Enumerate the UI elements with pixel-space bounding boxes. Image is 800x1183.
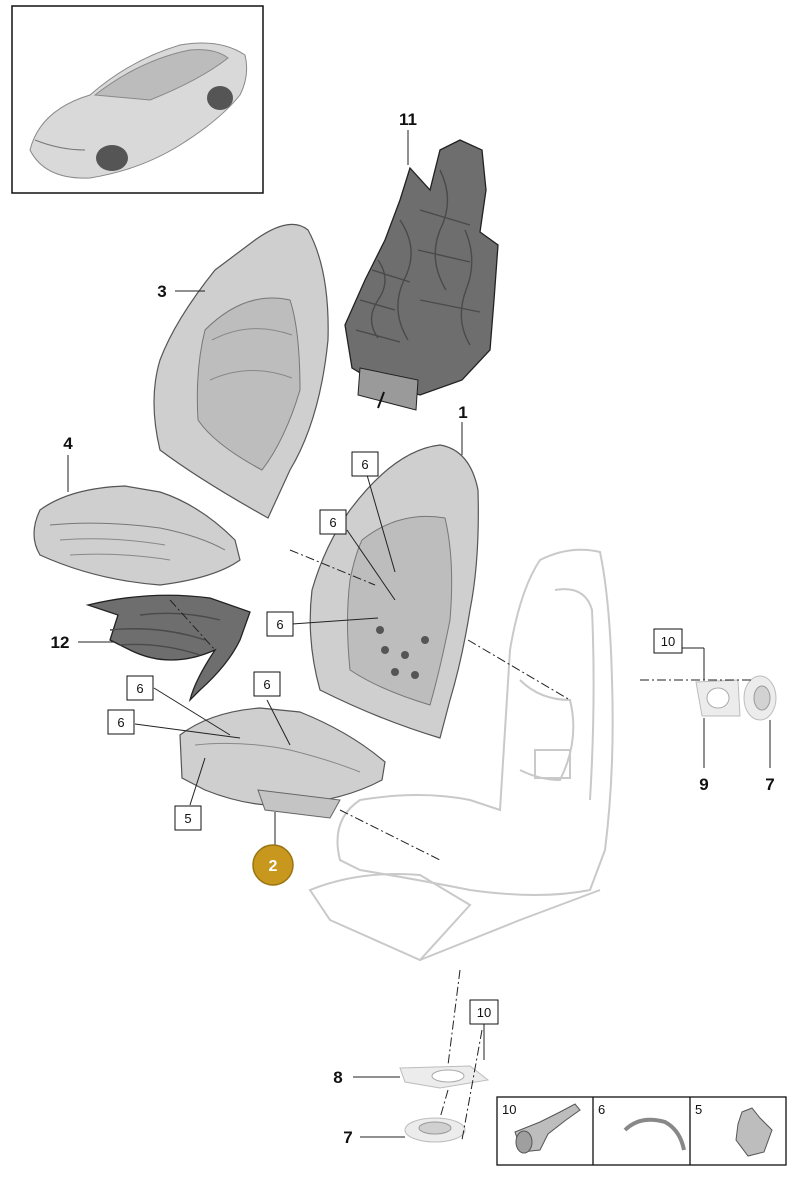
- svg-text:10: 10: [661, 634, 675, 649]
- callout-labels: 11 3 4 1 12 9 7 8 7: [51, 110, 775, 1147]
- part-2-seat-cushion-foam: [179, 707, 386, 819]
- clip-fastener-icon: [735, 1107, 773, 1157]
- leader-lines: [67, 130, 771, 1138]
- part-12-cushion-heater-mat: [85, 594, 251, 703]
- box-callout-6-f: 6: [107, 709, 135, 735]
- box-callout-6-a: 6: [351, 451, 379, 477]
- svg-text:2: 2: [269, 858, 278, 875]
- part-11-backrest-heater-mat: [344, 139, 499, 411]
- svg-text:10: 10: [502, 1102, 516, 1117]
- callout-4: 4: [63, 434, 73, 453]
- legend-item-5: 5: [695, 1102, 773, 1157]
- svg-text:6: 6: [136, 681, 143, 696]
- legend-item-6: 6: [598, 1102, 686, 1151]
- svg-text:6: 6: [598, 1102, 605, 1117]
- part-9-bracket-right: [695, 679, 741, 717]
- svg-text:6: 6: [329, 515, 336, 530]
- callout-2-highlight: 2: [252, 844, 294, 886]
- callout-12: 12: [51, 633, 70, 652]
- legend-item-10: 10: [502, 1102, 581, 1154]
- svg-text:6: 6: [263, 677, 270, 692]
- boxed-callouts: 6 6 6 6 6 6 5 10: [107, 451, 683, 1025]
- part-8-bracket-bottom: [399, 1065, 490, 1089]
- part-7-cover-bottom: [404, 1117, 466, 1143]
- part-7-cover-right: [743, 675, 777, 721]
- part-4-seat-cushion-cover: [33, 485, 241, 586]
- box-callout-6-c: 6: [266, 611, 294, 637]
- vehicle-thumbnail: [11, 5, 264, 194]
- assembly-lines: [169, 549, 752, 1141]
- box-callout-6-b: 6: [319, 509, 347, 535]
- callout-8: 8: [333, 1068, 342, 1087]
- callout-7-right: 7: [765, 775, 774, 794]
- svg-text:6: 6: [117, 715, 124, 730]
- svg-text:6: 6: [361, 457, 368, 472]
- callout-11: 11: [399, 110, 417, 129]
- svg-text:10: 10: [477, 1005, 491, 1020]
- box-callout-6-e: 6: [253, 671, 281, 697]
- box-callout-10-right: 10: [653, 628, 683, 654]
- callout-3: 3: [157, 282, 166, 301]
- svg-text:5: 5: [184, 811, 191, 826]
- box-callout-5: 5: [174, 805, 202, 831]
- seat-frame-ghost: [308, 548, 614, 962]
- fastener-legend: 10 6 5: [496, 1096, 787, 1166]
- callout-9: 9: [699, 775, 708, 794]
- part-3-backrest-cover: [153, 223, 329, 519]
- highlight-circle: [252, 844, 294, 886]
- wire-clip-icon: [623, 1117, 686, 1151]
- box-callout-10-bottom: 10: [469, 999, 499, 1025]
- part-1-backrest-foam: [309, 444, 479, 739]
- box-callout-6-d: 6: [126, 675, 154, 701]
- svg-text:5: 5: [695, 1102, 702, 1117]
- callout-1: 1: [458, 403, 467, 422]
- svg-text:6: 6: [276, 617, 283, 632]
- callout-7-bottom: 7: [343, 1128, 352, 1147]
